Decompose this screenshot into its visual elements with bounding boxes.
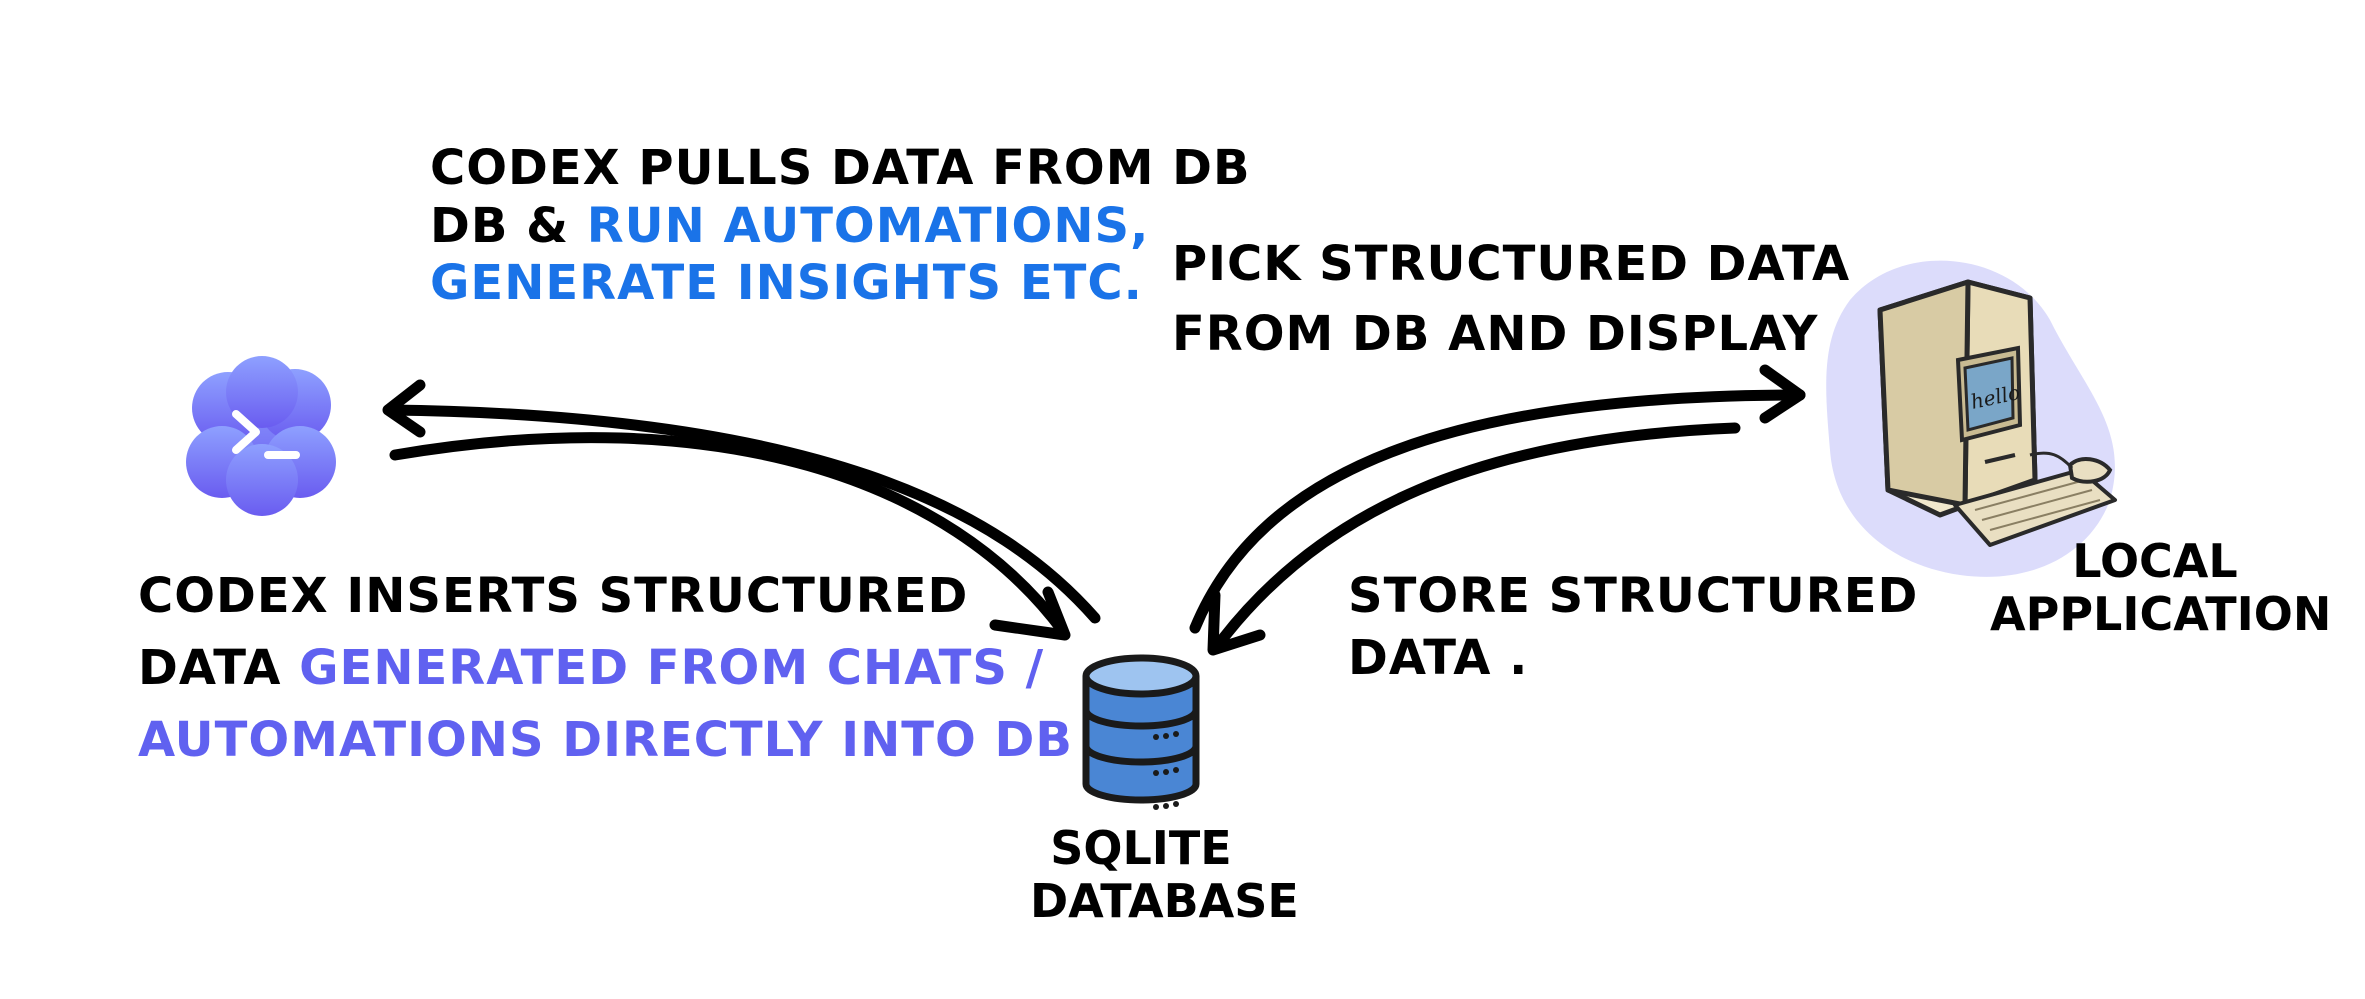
database-label: SQLITE DATABASE <box>1030 821 1299 928</box>
database-label-line: DATABASE <box>1030 873 1299 928</box>
annotation-line: PICK STRUCTURED DATA <box>1172 236 1851 292</box>
annotation-line: DATA . <box>1348 630 1529 687</box>
annotation-pick-structured: PICK STRUCTURED DATA FROM DB AND DISPLAY <box>1172 230 1850 369</box>
annotation-text: DB & <box>430 197 587 254</box>
annotation-text: DATA <box>138 640 300 696</box>
vintage-computer-icon: hello <box>1826 260 2117 577</box>
annotation-codex-inserts: CODEX INSERTS STRUCTURED DATA GENERATED … <box>138 560 1073 776</box>
annotation-highlight: GENERATE INSIGHTS ETC. <box>430 255 1143 312</box>
local-application-label-line: APPLICATION <box>1990 586 2332 641</box>
arrow-db-to-app <box>1189 364 1806 634</box>
annotation-line: STORE STRUCTURED <box>1348 568 1919 624</box>
annotation-highlight: AUTOMATIONS DIRECTLY INTO DB <box>138 712 1073 768</box>
annotation-highlight: RUN AUTOMATIONS, <box>586 197 1150 254</box>
arrow-app-to-db <box>1207 422 1741 656</box>
arrow-codex-to-db <box>389 432 1071 641</box>
annotation-line: CODEX INSERTS STRUCTURED <box>138 568 969 624</box>
local-application-label: LOCAL APPLICATION <box>1990 534 2332 641</box>
database-label-line: SQLITE <box>1050 821 1232 875</box>
annotation-line: DB & RUN AUTOMATIONS, <box>430 198 1251 256</box>
codex-terminal-icon <box>186 356 336 516</box>
annotation-line: FROM DB AND DISPLAY <box>1172 305 1819 362</box>
local-application-label-line: LOCAL <box>2072 534 2238 588</box>
annotation-line: DATA GENERATED FROM CHATS / <box>138 632 1073 704</box>
annotation-codex-pulls: CODEX PULLS DATA FROM DB DB & RUN AUTOMA… <box>430 140 1251 313</box>
database-cylinder-icon <box>1082 654 1200 810</box>
annotation-store-structured: STORE STRUCTURED DATA . <box>1348 565 1918 690</box>
arrow-db-to-codex <box>382 379 1101 624</box>
annotation-line: CODEX PULLS DATA FROM DB <box>430 140 1251 196</box>
annotation-highlight: GENERATED FROM CHATS / <box>299 640 1045 696</box>
